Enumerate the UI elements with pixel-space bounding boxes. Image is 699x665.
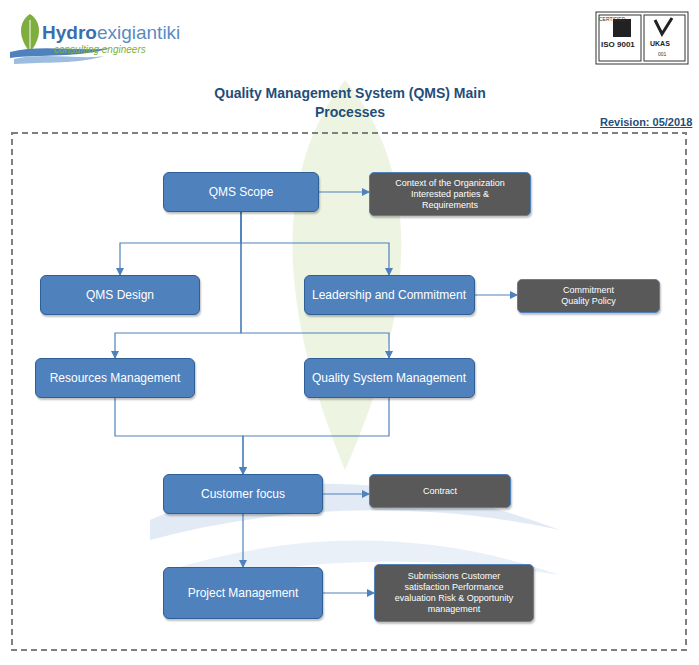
process-box: QMS Scope xyxy=(163,172,319,212)
text-label: ISO 9001 xyxy=(601,40,635,49)
note-box: Context of the Organization Interested p… xyxy=(369,172,531,216)
text-label: exigiantiki xyxy=(97,22,180,44)
box-text: QMS Scope xyxy=(209,185,274,199)
text-label: consulting engineers xyxy=(54,44,146,55)
connector-arrow xyxy=(323,592,374,593)
connector-arrow xyxy=(115,398,243,474)
process-box: QMS Design xyxy=(40,275,200,315)
box-text: Commitment Quality Policy xyxy=(554,285,624,307)
connector-arrow xyxy=(475,294,518,295)
box-text: Submissions Customer satisfaction Perfor… xyxy=(394,571,514,615)
note-box: Commitment Quality Policy xyxy=(517,279,660,313)
connector-arrow xyxy=(242,514,243,567)
diagram-title: Quality Management System (QMS) Main Pro… xyxy=(200,84,500,122)
text-label: Hydro xyxy=(42,22,97,44)
box-text: Customer focus xyxy=(201,487,285,501)
text-label: 001 xyxy=(658,51,666,57)
note-box: Submissions Customer satisfaction Perfor… xyxy=(374,564,534,622)
process-box: Customer focus xyxy=(163,474,323,514)
connector-arrow xyxy=(323,493,369,494)
text-label: UKAS xyxy=(650,40,670,47)
box-text: Project Management xyxy=(188,586,299,600)
process-box: Leadership and Commitment xyxy=(304,275,475,315)
box-text: Context of the Organization Interested p… xyxy=(394,178,506,211)
box-text: Quality System Management xyxy=(312,371,466,385)
connector-arrow xyxy=(319,191,369,192)
connector-arrow xyxy=(120,212,241,275)
connector-arrow xyxy=(243,398,389,474)
note-box: Contract xyxy=(369,474,511,508)
box-text: QMS Design xyxy=(86,288,154,302)
connector-arrow xyxy=(241,212,389,275)
box-text: Resources Management xyxy=(50,371,181,385)
process-box: Project Management xyxy=(163,567,323,619)
box-text: Contract xyxy=(423,486,457,497)
text-label: Revision: 05/2018 xyxy=(600,116,692,128)
process-box: Resources Management xyxy=(35,358,195,398)
text-label: CERTIFIED xyxy=(599,16,625,22)
box-text: Leadership and Commitment xyxy=(312,288,466,302)
process-box: Quality System Management xyxy=(304,358,475,398)
